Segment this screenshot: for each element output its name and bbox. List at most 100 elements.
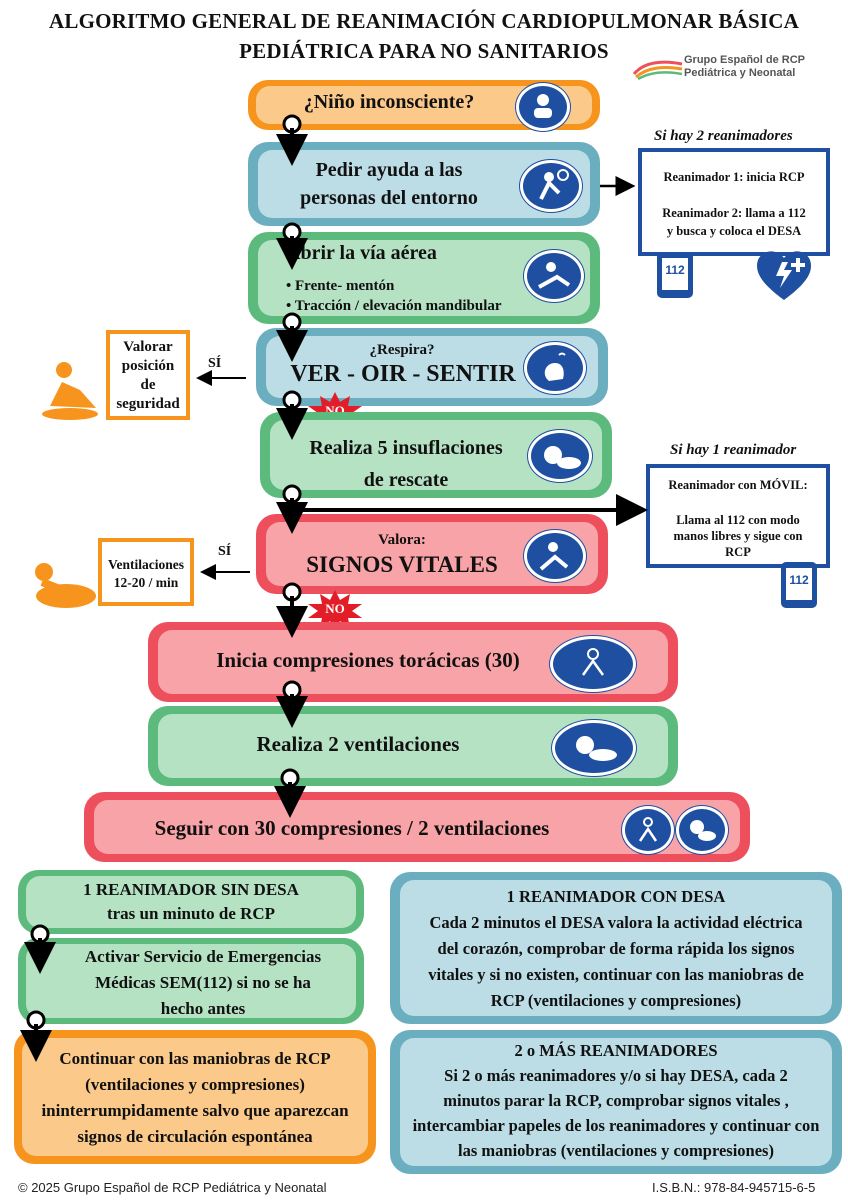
activate-ems-line3: hecho antes bbox=[160, 999, 246, 1018]
logo-swoosh-icon bbox=[632, 60, 683, 80]
activate-ems-line1: Activar Servicio de Emergencias bbox=[84, 947, 322, 966]
continue-cpr-line1: Continuar con las maniobras de RCP bbox=[59, 1049, 331, 1068]
step-respira-main: VER - OIR - SENTIR bbox=[290, 361, 516, 387]
with-aed-line2: del corazón, comprobar de forma rápida l… bbox=[437, 939, 795, 958]
step-via-bullet2: • Tracción / elevación mandibular bbox=[286, 298, 502, 314]
no-label-2: NO bbox=[325, 601, 345, 616]
with-aed-box: 1 REANIMADOR CON DESA Cada 2 minutos el … bbox=[390, 872, 842, 1024]
via-b2-text: Tracción / elevación mandibular bbox=[294, 298, 502, 314]
one-rescuer-llama3: RCP bbox=[725, 545, 751, 559]
two-plus-line4: las maniobras (ventilaciones y compresio… bbox=[458, 1141, 774, 1160]
two-plus-line1: Si 2 o más reanimadores y/o si hay DESA,… bbox=[444, 1066, 788, 1085]
step-seguir-label: Seguir con 30 compresiones / 2 ventilaci… bbox=[154, 816, 550, 840]
two-rescuers-title: Si hay 2 reanimadores bbox=[654, 128, 793, 144]
two-rescuers-box: Reanimador 1: inicia RCP Reanimador 2: l… bbox=[638, 148, 830, 256]
two-plus-title: 2 o MÁS REANIMADORES bbox=[514, 1041, 718, 1060]
two-rescuers-r2a: Reanimador 2: llama a 112 bbox=[662, 206, 806, 220]
continue-cpr-line2: (ventilaciones y compresiones) bbox=[85, 1075, 305, 1094]
arrow-down-2 bbox=[276, 222, 308, 270]
step-signos-vitales: Valora: SIGNOS VITALES bbox=[256, 514, 608, 594]
arrow-down-6 bbox=[276, 582, 308, 638]
arrow-down-4 bbox=[276, 390, 308, 440]
arrow-down-8 bbox=[274, 768, 306, 818]
arrow-down-7 bbox=[276, 680, 308, 728]
page-title-line1: ALGORITMO GENERAL DE REANIMACIÓN CARDIOP… bbox=[49, 9, 799, 33]
ventilation-icon bbox=[552, 720, 636, 776]
step-seguir: Seguir con 30 compresiones / 2 ventilaci… bbox=[84, 792, 750, 862]
step-insuflaciones: Realiza 5 insuflaciones de rescate bbox=[260, 412, 612, 498]
step-pedir-ayuda: Pedir ayuda a las personas del entorno bbox=[248, 142, 600, 226]
step-signos: SIGNOS VITALES bbox=[306, 552, 498, 577]
step-compresiones-label: Inicia compresiones torácicas (30) bbox=[216, 648, 520, 672]
arrow-down-5 bbox=[276, 484, 308, 534]
step-insufl-line1: Realiza 5 insuflaciones bbox=[309, 437, 503, 459]
phone-112-icon-top: 112 bbox=[654, 250, 700, 302]
logo: Grupo Español de RCP Pediátrica y Neonat… bbox=[632, 52, 842, 86]
page-title-line2: PEDIÁTRICA PARA NO SANITARIOS bbox=[239, 39, 609, 63]
arrow-down-9 bbox=[24, 924, 56, 974]
one-rescuer-llama2: manos libres y sigue con bbox=[673, 529, 803, 543]
posicion-line2: posición bbox=[121, 358, 175, 374]
step-via-title: Abrir la vía aérea bbox=[286, 242, 437, 264]
two-rescuers-r1: Reanimador 1: inicia RCP bbox=[663, 170, 805, 184]
one-rescuer-box: Reanimador con MÓVIL: Llama al 112 con m… bbox=[646, 464, 830, 568]
recovery-position-box: Valorar posición de seguridad bbox=[106, 330, 190, 420]
step-respira-question: ¿Respira? bbox=[369, 342, 435, 358]
without-aed-box: 1 REANIMADOR SIN DESA tras un minuto de … bbox=[18, 870, 364, 934]
child-icon bbox=[516, 83, 570, 131]
one-rescuer-movil: Reanimador con MÓVIL: bbox=[668, 478, 808, 492]
rescue-breath-icon bbox=[528, 430, 592, 482]
step-ventilaciones: Realiza 2 ventilaciones bbox=[148, 706, 678, 786]
step-compresiones: Inicia compresiones torácicas (30) bbox=[148, 622, 678, 702]
continue-cpr-line3: ininterrumpidamente salvo que aparezcan bbox=[41, 1101, 349, 1120]
step-valora: Valora: bbox=[378, 532, 426, 548]
step-inconsciente: ¿Niño inconsciente? bbox=[248, 80, 600, 131]
posicion-line3: de bbox=[140, 377, 156, 393]
airway-icon bbox=[524, 250, 584, 302]
one-rescuer-title: Si hay 1 reanimador bbox=[670, 442, 797, 458]
with-aed-line1: Cada 2 minutos el DESA valora la activid… bbox=[429, 913, 803, 932]
step-ventilaciones-label: Realiza 2 ventilaciones bbox=[256, 732, 460, 756]
with-aed-line4: RCP (ventilaciones y compresiones) bbox=[490, 991, 742, 1010]
continue-cpr-line4: signos de circulación espontánea bbox=[77, 1127, 313, 1146]
step-via-aerea: Abrir la vía aérea • Frente- mentón • Tr… bbox=[248, 232, 600, 324]
phone-112-text-bottom: 112 bbox=[789, 573, 809, 587]
logo-line1: Grupo Español de RCP bbox=[684, 54, 806, 66]
si-label-2: SÍ bbox=[218, 544, 232, 559]
step-ayuda-line1: Pedir ayuda a las bbox=[315, 159, 463, 181]
step-via-bullet1: • Frente- mentón bbox=[286, 278, 395, 294]
two-plus-rescuers-box: 2 o MÁS REANIMADORES Si 2 o más reanimad… bbox=[390, 1030, 842, 1174]
step-inconsciente-label: ¿Niño inconsciente? bbox=[303, 91, 475, 113]
continue-cpr-box: Continuar con las maniobras de RCP (vent… bbox=[14, 1030, 376, 1164]
compression-icon bbox=[550, 636, 636, 692]
step-ayuda-line2: personas del entorno bbox=[300, 187, 478, 209]
posicion-line4: seguridad bbox=[116, 396, 180, 412]
arrow-down-3 bbox=[276, 312, 308, 362]
step-respira: ¿Respira? VER - OIR - SENTIR bbox=[256, 328, 608, 406]
vital-signs-icon bbox=[524, 530, 586, 582]
call-help-icon bbox=[520, 160, 582, 212]
si-label-1: SÍ bbox=[208, 356, 222, 371]
compression-small-icon bbox=[622, 806, 674, 854]
ventilations-rate-box: Ventilaciones 12-20 / min bbox=[98, 538, 194, 606]
without-aed-title: 1 REANIMADOR SIN DESA bbox=[83, 880, 299, 899]
posicion-line1: Valorar bbox=[123, 339, 173, 355]
two-rescuers-r2b: y busca y coloca el DESA bbox=[666, 224, 802, 238]
footer-isbn: I.S.B.N.: 978-84-945715-6-5 bbox=[652, 1180, 816, 1195]
step-insufl-line2: de rescate bbox=[363, 469, 449, 491]
phone-112-icon-bottom: 112 bbox=[778, 560, 824, 612]
ventilation-small-icon bbox=[676, 806, 728, 854]
recovery-position-icon bbox=[40, 356, 106, 422]
ventilation-child-icon bbox=[22, 552, 98, 612]
side-arrows bbox=[196, 176, 648, 580]
with-aed-line3: vitales y si no existen, continuar con l… bbox=[428, 965, 804, 984]
without-aed-subtitle: tras un minuto de RCP bbox=[106, 904, 276, 923]
phone-112-text-top: 112 bbox=[665, 263, 685, 277]
one-rescuer-llama1: Llama al 112 con modo bbox=[676, 513, 800, 527]
arrow-down-1 bbox=[276, 114, 308, 166]
aed-heart-icon bbox=[752, 244, 816, 304]
two-plus-line3: intercambiar papeles de los reanimadores… bbox=[412, 1116, 820, 1135]
breathing-icon bbox=[524, 342, 586, 394]
via-b1-text: Frente- mentón bbox=[295, 278, 395, 294]
